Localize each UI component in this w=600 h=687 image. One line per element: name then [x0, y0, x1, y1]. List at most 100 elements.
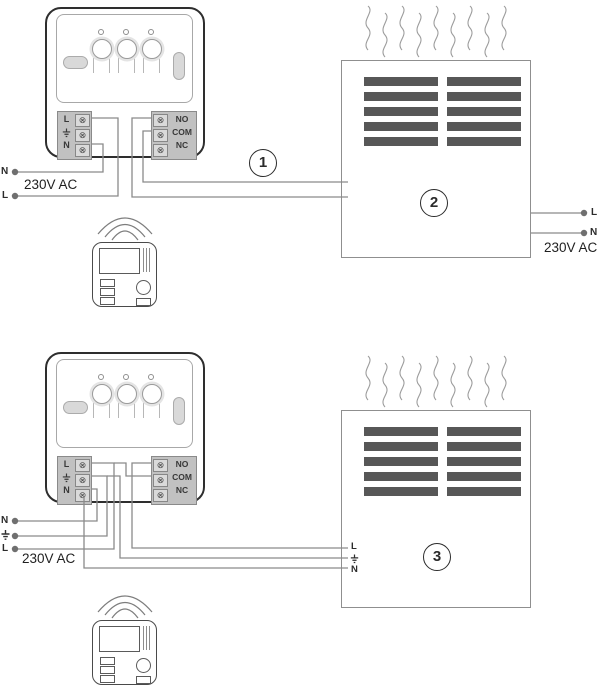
terminal-label-NC: NC — [175, 140, 189, 150]
supply-line-label: L — [2, 543, 9, 554]
earth-icon — [1, 530, 10, 540]
relay-terminal-block: ⊗ ⊗ ⊗ NO COM NC — [151, 111, 197, 160]
vent-slat — [447, 137, 521, 146]
display-side-lines — [149, 248, 150, 272]
vent-slat — [447, 122, 521, 131]
thermostat-button — [136, 298, 151, 306]
vent-slat — [447, 457, 521, 466]
terminal-label-NO: NO — [175, 459, 189, 469]
rotary-knob — [142, 384, 162, 404]
rotary-knob — [117, 384, 137, 404]
indicator-dot — [123, 374, 129, 380]
vent-slat — [364, 457, 438, 466]
supply-dot — [11, 545, 19, 553]
thermostat-dial — [136, 658, 151, 673]
rotary-knob — [117, 39, 137, 59]
vent-slat — [364, 107, 438, 116]
wireless-signal-icon — [97, 595, 153, 619]
heater-1 — [341, 60, 531, 258]
heat-waves-top — [365, 5, 507, 58]
supply-dot — [11, 532, 19, 540]
callout-1: 1 — [249, 149, 277, 177]
vent-slat — [364, 442, 438, 451]
heater-terminal-N: N — [351, 564, 358, 575]
vent-slat — [364, 487, 438, 496]
relay-terminal-block: ⊗ ⊗ ⊗ NO COM NC — [151, 456, 197, 505]
earth-icon — [59, 471, 74, 484]
wire-neutral-to-heater — [83, 497, 348, 569]
vent-slat — [364, 77, 438, 86]
vent-slat — [364, 137, 438, 146]
supply-dot — [580, 229, 588, 237]
supply-dot — [11, 517, 19, 525]
supply-dot — [11, 192, 19, 200]
vent-slat — [447, 77, 521, 86]
thermostat-1 — [92, 242, 157, 307]
knob-slot — [93, 57, 94, 73]
knob-slot — [118, 402, 119, 418]
indicator-dot — [98, 29, 104, 35]
screw-icon: ⊗ — [75, 489, 90, 502]
wireless-signal-icon — [97, 217, 153, 241]
rotary-knob — [142, 39, 162, 59]
screw-icon: ⊗ — [153, 489, 168, 502]
display-side-lines — [143, 626, 144, 650]
thermostat-dial — [136, 280, 151, 295]
vent-slat — [447, 487, 521, 496]
terminal-label-L: L — [63, 114, 70, 124]
heat-waves-bottom — [365, 355, 507, 408]
vent-slat — [447, 427, 521, 436]
supply-line-label: L — [2, 190, 9, 201]
terminal-label-COM: COM — [172, 472, 192, 482]
knob-slot — [109, 402, 110, 418]
power-terminal-block: L N ⊗ ⊗ ⊗ — [57, 456, 92, 505]
thermostat-button — [136, 676, 151, 684]
display-side-lines — [143, 248, 144, 272]
heater-2: L N — [341, 410, 531, 608]
heater-terminal-L: L — [351, 541, 357, 552]
knob-slot — [109, 57, 110, 73]
indicator-dot — [123, 29, 129, 35]
terminal-label-L: L — [63, 459, 70, 469]
vent-slat — [364, 427, 438, 436]
knob-slot — [159, 57, 160, 73]
screw-icon: ⊗ — [75, 474, 90, 487]
thermostat-button — [100, 297, 115, 305]
terminal-label-COM: COM — [172, 127, 192, 137]
indicator-dot — [98, 374, 104, 380]
thermostat-button — [100, 288, 115, 296]
supply-dot — [580, 209, 588, 217]
callout-2: 2 — [420, 189, 448, 217]
button-pill — [173, 52, 185, 80]
thermostat-display — [99, 626, 140, 652]
display-side-lines — [149, 626, 150, 650]
supply-dot — [11, 168, 19, 176]
indicator-dot — [148, 29, 154, 35]
screw-icon: ⊗ — [153, 129, 168, 142]
screw-icon: ⊗ — [75, 129, 90, 142]
supply-neutral-label: N — [1, 515, 9, 526]
screw-icon: ⊗ — [75, 114, 90, 127]
power-terminal-block: L N ⊗ ⊗ ⊗ — [57, 111, 92, 160]
thermostat-button — [100, 666, 115, 674]
receiver-module-2: L N ⊗ ⊗ ⊗ ⊗ ⊗ ⊗ NO COM NC — [45, 352, 205, 505]
thermostat-button — [100, 675, 115, 683]
earth-icon — [350, 554, 359, 564]
vent-slat — [447, 472, 521, 481]
heater-supply-voltage-label: 230V AC — [544, 240, 598, 255]
thermostat-display — [99, 248, 140, 274]
supply-neutral-label: N — [1, 166, 9, 177]
heater-supply-neutral-label: N — [590, 227, 598, 238]
knob-slot — [118, 57, 119, 73]
display-side-lines — [146, 248, 147, 272]
knob-slot — [134, 57, 135, 73]
button-pill — [63, 401, 88, 414]
supply-voltage-label: 230V AC — [24, 177, 78, 192]
terminal-label-NO: NO — [175, 114, 189, 124]
thermostat-button — [100, 657, 115, 665]
screw-icon: ⊗ — [75, 459, 90, 472]
terminal-label-N: N — [63, 485, 70, 495]
screw-icon: ⊗ — [153, 144, 168, 157]
vent-slat — [447, 107, 521, 116]
